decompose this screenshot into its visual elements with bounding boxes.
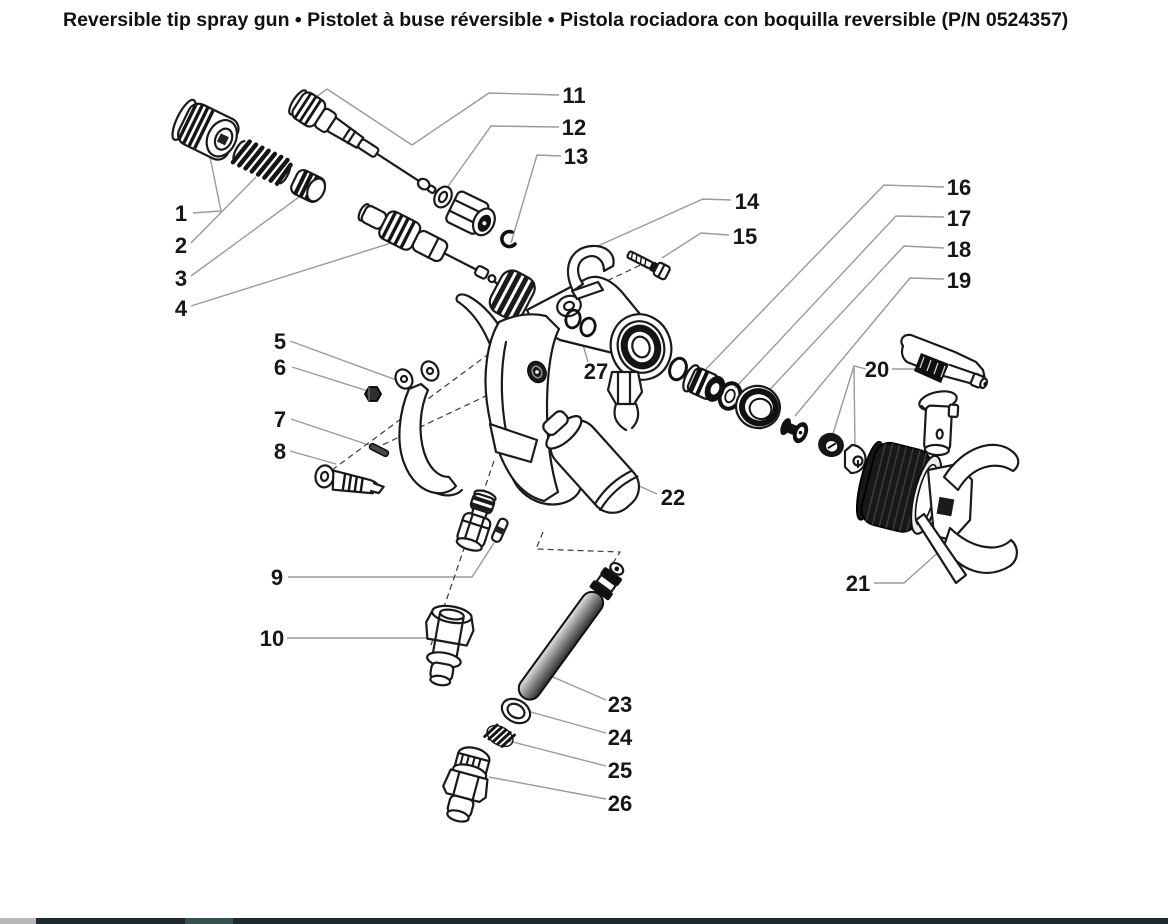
part-12-washer (433, 185, 453, 209)
part-27-o-rings (564, 308, 597, 338)
part-16-o-ring (668, 356, 688, 382)
page-title: Reversible tip spray gun • Pistolet à bu… (63, 9, 1069, 31)
part-8-valve-lever (314, 464, 385, 495)
callout-5: 5 (274, 329, 286, 354)
callout-24: 24 (608, 725, 633, 750)
callout-4: 4 (175, 296, 188, 321)
callout-3: 3 (175, 266, 187, 291)
part-7-pin (368, 442, 390, 458)
callout-17: 17 (947, 206, 971, 231)
callout-21: 21 (846, 571, 870, 596)
callout-11: 11 (562, 83, 585, 108)
callout-12: 12 (562, 115, 586, 140)
callout-27: 27 (584, 359, 608, 384)
part-16-valve-housing (682, 364, 726, 402)
part-20-spray-tip (900, 333, 989, 457)
callout-13: 13 (564, 144, 588, 169)
callout-18: 18 (947, 237, 971, 262)
callout-16: 16 (947, 175, 971, 200)
part-1-retainer-nut (171, 98, 240, 161)
part-22-material-tube (542, 410, 641, 514)
callout-25: 25 (608, 758, 632, 783)
gun-body (455, 269, 673, 506)
part-25-spring (483, 723, 516, 748)
part-2-spring (230, 139, 293, 186)
callout-20: 20 (865, 357, 889, 382)
callout-9: 9 (271, 565, 283, 590)
part-21-tip-guard (855, 440, 1020, 585)
callout-8: 8 (274, 439, 286, 464)
callout-2: 2 (175, 233, 187, 258)
part-6-nut (363, 386, 383, 402)
part-18-retainer-ring (734, 384, 782, 430)
callout-6: 6 (274, 355, 286, 380)
part-15-screw (626, 250, 671, 281)
part-26-handle-fitting (442, 746, 491, 823)
part-20-tip-seat (843, 443, 867, 475)
footer-segment-gray (0, 918, 36, 924)
part-20-tip-seal-washer (818, 432, 844, 458)
page-footer-bar (0, 918, 1168, 924)
part-3-packing (290, 169, 327, 203)
part-10-inlet-fitting (425, 604, 475, 687)
leader-lines (190, 88, 945, 800)
callout-10: 10 (260, 626, 284, 651)
callout-15: 15 (733, 224, 757, 249)
callout-23: 23 (608, 692, 632, 717)
part-5-trigger (394, 360, 464, 497)
callout-1: 1 (175, 201, 187, 226)
part-24-washer (500, 697, 532, 725)
part-4-needle-assembly (357, 203, 500, 287)
callout-19: 19 (947, 268, 971, 293)
footer-segment-teal (185, 918, 233, 924)
part-23-filter (517, 561, 625, 701)
callout-14: 14 (735, 189, 760, 214)
callout-26: 26 (608, 791, 632, 816)
footer-segment-dark2 (233, 918, 1168, 924)
part-19-valve-stem (780, 418, 809, 444)
part-9-valve-assembly (455, 489, 509, 552)
footer-segment-dark (36, 918, 185, 924)
part-12-packing-nut (445, 190, 496, 237)
callout-22: 22 (661, 485, 685, 510)
callout-labels: 1 2 3 4 5 6 7 8 9 10 11 12 13 14 15 16 1… (175, 83, 971, 816)
part-14-guard-hook (567, 244, 615, 301)
part-11-wand (288, 89, 437, 195)
part-13-clip (500, 229, 517, 249)
callout-7: 7 (274, 407, 286, 432)
